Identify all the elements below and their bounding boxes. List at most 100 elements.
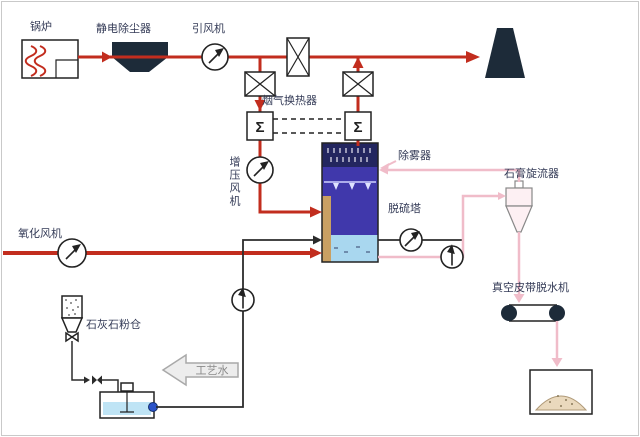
silo-powder-dots [65,299,79,316]
slurry-pump-arrowhead [238,287,246,298]
boiler-coil-1 [24,45,38,77]
belt-lines [509,304,557,322]
ggh-raw-box-cross [244,71,276,97]
gypsum-cyclone-label: 石膏旋流器 [504,166,559,180]
id-fan [201,43,229,71]
boiler-step [55,59,78,78]
ggh-raw-gas-side [244,71,276,141]
vacuum-belt-dewatering [501,304,565,322]
hx-symbol-left: Σ [255,119,264,136]
cyclone-overflow-line [386,168,521,182]
tower-outline [321,142,379,263]
gypsum-cyclone [505,180,533,233]
id-fan-arrow [208,52,220,64]
recycle-pump [399,228,423,252]
id-fan-label: 引风机 [192,21,225,35]
booster-fan [246,156,274,184]
gypsum-pile [534,395,588,411]
mist-eliminator-label: 除雾器 [398,148,431,162]
gypsum-pump-arrow [451,251,453,266]
tower-inlet-duct-strip [322,196,331,262]
oxidation-fan [57,238,87,268]
booster-fan-arrow [253,165,265,177]
silo-valve-right [70,331,79,343]
oxidation-fan-arrow [65,248,77,260]
id-fan-arrowhead [215,48,224,57]
tower-slurry-pool [322,235,378,262]
pile-dots [549,395,573,407]
esp-label: 静电除尘器 [96,21,151,35]
silo-cone [60,317,84,333]
gypsum-lines [378,160,559,360]
hx-right-box [344,111,372,141]
chimney [485,28,525,78]
mist-callout-arrow [380,163,389,171]
ggh-label: 烟气换热器 [262,93,317,107]
belt-roller-right [549,305,565,321]
ggh-rotary-section [286,37,310,77]
process-water-label: 工艺水 [196,364,229,377]
branch-up-arrow [352,57,364,68]
absorber-label: 脱硫塔 [388,201,421,215]
gypsum-pile-box [529,369,593,415]
agitator-shaft [120,391,134,413]
slurry-arrowheads [84,235,322,385]
boiler-coil-2 [33,45,47,77]
gypsum-pump-arrowhead [447,244,455,255]
flue-gas-into-tower-arrow [310,206,322,218]
process-water-arrow-shape [161,353,239,387]
agitator-motor [120,382,134,392]
process-water-arrow [161,353,239,387]
spray-nozzle [365,183,371,190]
limestone-slurry-feed-line [156,239,314,408]
branch-down-arrow [254,100,266,111]
boiler [21,39,79,79]
into-cyclone-arrow [498,192,506,200]
booster-fan-arrowhead [260,161,269,170]
recycle-pump-arrow [404,235,416,247]
gypsum-bleed-pump [440,244,464,269]
spray-nozzle [333,183,339,190]
boiler-coil [24,45,47,77]
slurry-pump-arrow [242,294,244,309]
vacuum-belt-label: 真空皮带脱水机 [492,280,569,294]
oxidation-fan-label: 氧化风机 [18,226,62,240]
spray-nozzle [349,183,355,190]
rotary-feeder-left [92,375,97,385]
boiler-body [21,39,79,79]
belt-discharge-arrow [551,358,563,367]
underflow-down-arrow [513,294,525,303]
limestone-powder-line [71,341,119,392]
cyclone-vortex-finder [514,180,524,189]
rotary-feeder-right [97,375,102,385]
belt-roller-left [501,305,517,321]
hx-left-box [246,111,274,141]
into-esp-arrow [102,51,112,63]
cyclone-cone [505,205,533,233]
slurry-feed-pump [231,287,255,312]
gypsum-arrowheads [379,163,563,367]
gypsum-to-cyclone-line [378,194,500,259]
limestone-silo-label: 石灰石粉仓 [86,317,141,331]
ggh-box-cross [286,37,310,77]
powder-line-arrow [84,376,90,384]
oxidation-fan-arrowhead [72,244,81,253]
cyclone-body [505,187,533,207]
ggh-clean-gas-side [342,71,374,141]
slurry-tank [99,382,158,419]
pool-marks [334,246,370,253]
booster-fan-label: 增压风机 [228,155,241,208]
to-chimney-arrow [466,51,480,63]
absorber-tower [321,142,379,263]
spray-nozzles [333,183,371,190]
hx-symbol-right: Σ [353,119,362,136]
mist-eliminator-elements [327,148,371,162]
recycle-pump-arrowhead [411,231,420,240]
boiler-label: 锅炉 [30,20,52,33]
slurry-into-tower-arrow [313,235,322,245]
silo-valve-left [65,331,74,343]
heat-medium-dashed-lines [273,118,345,134]
